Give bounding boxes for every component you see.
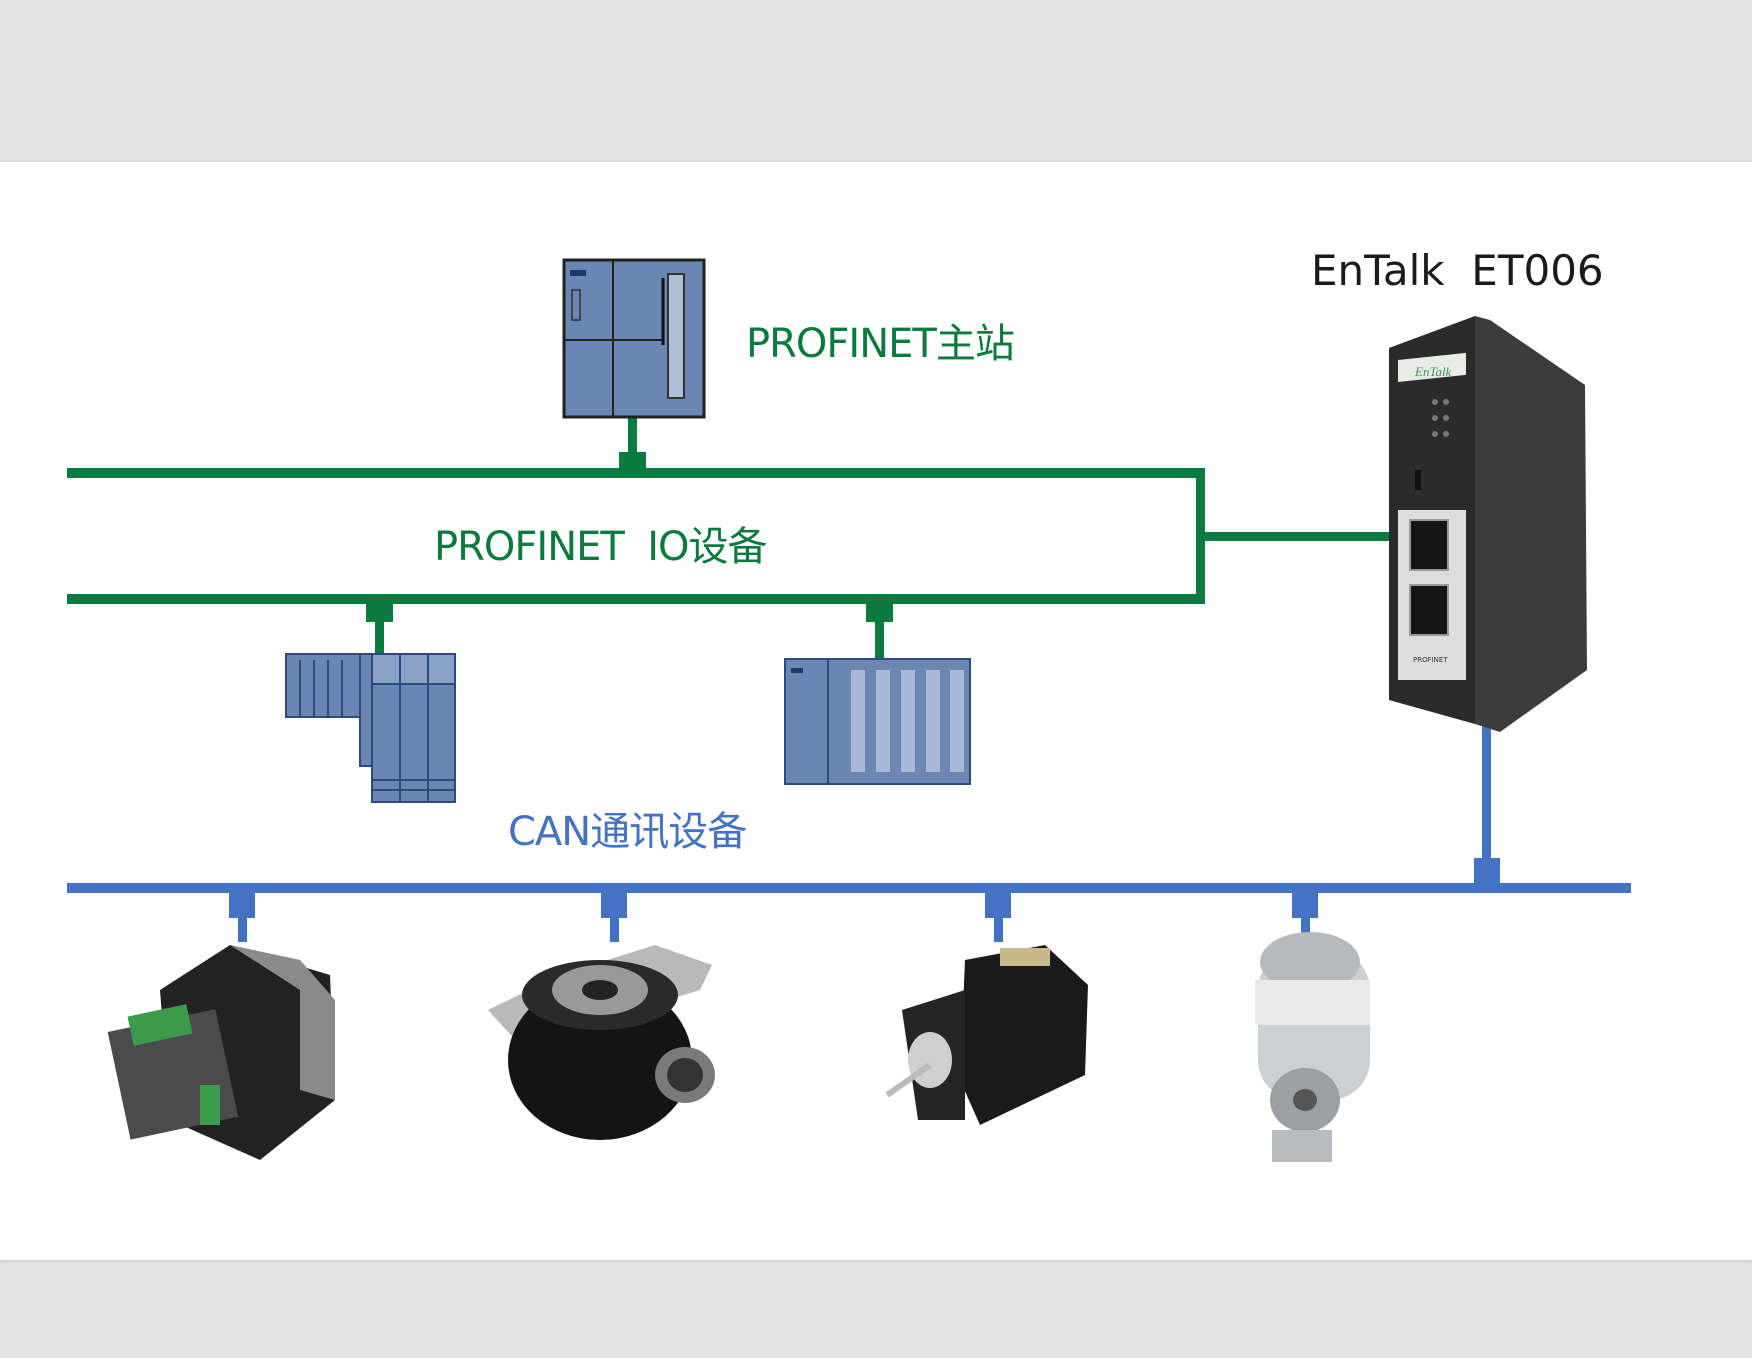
brand-plate-text: EnTalk <box>1414 364 1452 379</box>
master-label: PROFINET主站 <box>746 321 1015 367</box>
master-drop <box>628 417 637 457</box>
profinet-bus <box>67 417 1391 660</box>
ethernet-port-1 <box>1409 519 1449 571</box>
can-drop-2 <box>601 890 627 942</box>
io2-connector <box>866 600 893 622</box>
entalk-gateway-device: EnTalk PROFINET <box>1389 316 1587 732</box>
plc-master-icon <box>562 258 706 419</box>
can-bus <box>67 726 1631 942</box>
can-gateway-drop <box>1482 726 1491 888</box>
ethernet-port-2 <box>1409 584 1449 636</box>
can-gateway-connector <box>1474 858 1500 886</box>
io1-connector <box>366 600 393 622</box>
can-drop-3 <box>985 890 1011 942</box>
stepper-motor-1-image <box>107 945 335 1160</box>
io-device-1-icon <box>285 653 456 803</box>
profinet-lower-line <box>67 594 1205 604</box>
port-label: PROFINET <box>1413 656 1448 664</box>
gateway-label: EnTalk ET006 <box>1311 246 1604 295</box>
profinet-gateway-link <box>1196 532 1391 541</box>
stepper-motor-2-image <box>885 945 1088 1125</box>
can-devices-label: CAN通讯设备 <box>508 809 747 855</box>
absolute-encoder-image <box>1255 932 1370 1162</box>
can-drop-4 <box>1292 890 1318 942</box>
io1-drop <box>375 615 384 655</box>
hollow-encoder-image <box>488 945 715 1140</box>
io-device-2-icon <box>784 658 971 785</box>
io-devices-label: PROFINET IO设备 <box>434 524 768 570</box>
io2-drop <box>875 615 884 660</box>
can-line <box>67 883 1631 893</box>
brand-plate <box>1398 352 1466 382</box>
master-connector <box>619 452 646 472</box>
can-drop-1 <box>229 890 255 942</box>
profinet-upper-line <box>67 468 1205 478</box>
